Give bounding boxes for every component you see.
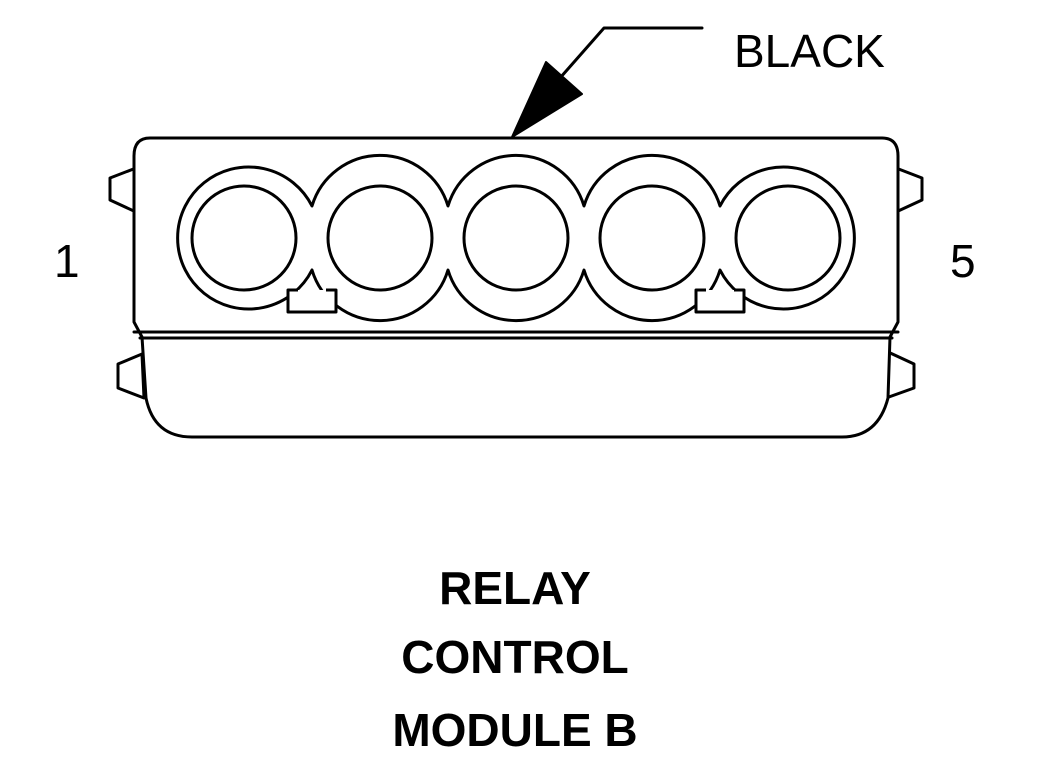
pin-label-last: 5 (950, 235, 976, 287)
callout-arrowhead (511, 61, 583, 138)
latch-tabs (108, 166, 924, 400)
pin-holes (190, 184, 842, 292)
callout-leader-line (558, 26, 704, 80)
callout-label: BLACK (734, 25, 885, 77)
pin-hole-5 (734, 184, 842, 292)
pin-label-first: 1 (54, 235, 80, 287)
title-line-3: MODULE B (392, 704, 637, 756)
pin-hole-2 (326, 184, 434, 292)
title-line-1: RELAY (439, 562, 591, 614)
pin-hole-3 (462, 184, 570, 292)
pin-hole-4 (598, 184, 706, 292)
latch-tab-left-lower (116, 352, 146, 400)
latch-tab-right-upper (894, 166, 924, 214)
latch-tab-left-upper (108, 166, 138, 214)
callout-leader (511, 26, 704, 138)
keying-notch-left (286, 288, 338, 314)
pin-hole-1 (190, 184, 298, 292)
diagram-title: RELAY CONTROL MODULE B (392, 562, 637, 756)
keying-notch-right (694, 288, 746, 314)
title-line-2: CONTROL (401, 631, 628, 683)
